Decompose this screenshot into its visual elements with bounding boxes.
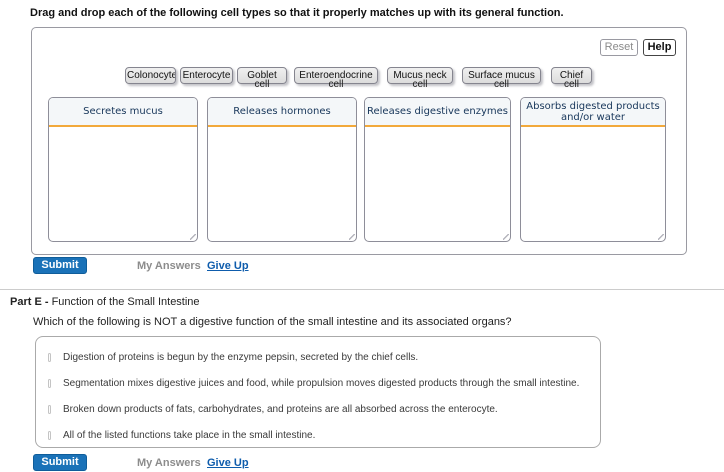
- reset-button[interactable]: Reset: [600, 39, 638, 56]
- chip-label: Mucus neck: [393, 70, 447, 81]
- chip-sublabel: cell: [563, 79, 579, 90]
- chip-enterocyte[interactable]: Enterocyte: [180, 67, 233, 84]
- chip-label: Goblet: [247, 70, 277, 81]
- radio-button-icon[interactable]: [48, 430, 51, 440]
- answer-options-group: Digestion of proteins is begun by the en…: [35, 336, 601, 448]
- bin-drop-area[interactable]: [208, 127, 356, 239]
- submit-button[interactable]: Submit: [33, 454, 87, 471]
- part-e-title: Part E - Function of the Small Intestine: [10, 296, 200, 308]
- chip-sublabel: cell: [254, 79, 270, 90]
- bin-drop-area[interactable]: [365, 127, 510, 239]
- bin-header: Absorbs digested products and/or water: [521, 98, 665, 127]
- bin-drop-area[interactable]: [49, 127, 197, 239]
- bin-header: Secretes mucus: [49, 98, 197, 127]
- chip-surface-mucus-cell[interactable]: Surface mucus cell: [462, 67, 541, 90]
- bin-header: Releases digestive enzymes: [365, 98, 510, 127]
- part-e-question: Which of the following is NOT a digestiv…: [33, 316, 512, 328]
- help-button[interactable]: Help: [643, 39, 676, 56]
- bin-releases-hormones[interactable]: Releases hormones: [207, 97, 357, 242]
- chip-sublabel: cell: [328, 79, 344, 90]
- chip-label: Colonocyte: [127, 70, 175, 81]
- chip-chief-cell[interactable]: Chief cell: [551, 67, 592, 90]
- submit-button[interactable]: Submit: [33, 257, 87, 274]
- part-e-title-text: Function of the Small Intestine: [51, 296, 200, 308]
- chip-label: Chief: [559, 70, 584, 81]
- my-answers-button: My Answers: [137, 260, 201, 272]
- option-row-3[interactable]: Broken down products of fats, carbohydra…: [36, 396, 600, 422]
- radio-button-icon[interactable]: [48, 404, 51, 414]
- radio-button-icon[interactable]: [48, 352, 51, 362]
- chip-goblet-cell[interactable]: Goblet cell: [237, 67, 287, 90]
- give-up-link[interactable]: Give Up: [207, 457, 249, 469]
- option-label: Segmentation mixes digestive juices and …: [63, 377, 580, 389]
- option-label: Digestion of proteins is begun by the en…: [63, 351, 419, 363]
- option-label: Broken down products of fats, carbohydra…: [63, 403, 498, 415]
- chip-mucus-neck-cell[interactable]: Mucus neck cell: [387, 67, 453, 90]
- radio-button-icon[interactable]: [48, 378, 51, 388]
- my-answers-button: My Answers: [137, 457, 201, 469]
- bin-header: Releases hormones: [208, 98, 356, 127]
- chip-label: Enterocyte: [182, 70, 231, 81]
- bin-absorbs-digested-products[interactable]: Absorbs digested products and/or water: [520, 97, 666, 242]
- part-e-title-prefix: Part E -: [10, 296, 52, 308]
- bin-secretes-mucus[interactable]: Secretes mucus: [48, 97, 198, 242]
- chip-sublabel: cell: [493, 79, 509, 90]
- chip-sublabel: cell: [412, 79, 428, 90]
- chip-enteroendocrine-cell[interactable]: Enteroendocrine cell: [294, 67, 378, 90]
- option-row-1[interactable]: Digestion of proteins is begun by the en…: [36, 344, 600, 370]
- bin-releases-digestive-enzymes[interactable]: Releases digestive enzymes: [364, 97, 511, 242]
- give-up-link[interactable]: Give Up: [207, 260, 249, 272]
- option-row-2[interactable]: Segmentation mixes digestive juices and …: [36, 370, 600, 396]
- bin-drop-area[interactable]: [521, 127, 665, 239]
- option-label: All of the listed functions take place i…: [63, 429, 316, 441]
- chip-label: Surface mucus: [468, 70, 535, 81]
- option-row-4[interactable]: All of the listed functions take place i…: [36, 422, 600, 448]
- drag-drop-instruction: Drag and drop each of the following cell…: [30, 7, 564, 19]
- chip-label: Enteroendocrine: [299, 70, 373, 81]
- section-divider: [0, 289, 724, 290]
- chip-colonocyte[interactable]: Colonocyte: [125, 67, 176, 84]
